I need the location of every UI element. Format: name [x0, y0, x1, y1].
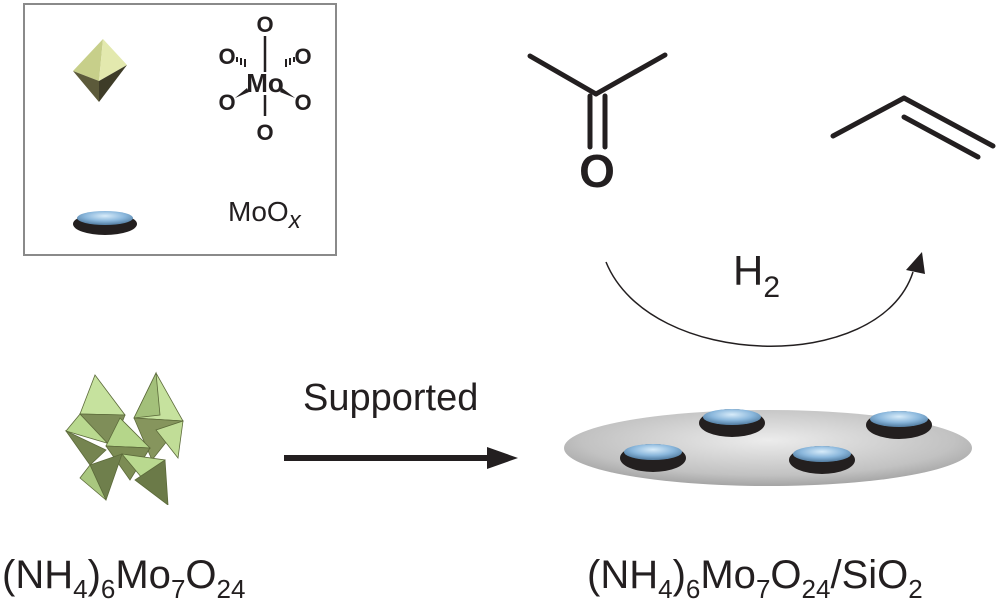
- formula-subscript: 4: [658, 574, 673, 604]
- formula-text: Mo: [115, 553, 171, 597]
- formula-text: ): [672, 553, 686, 597]
- formula-subscript: 4: [73, 574, 88, 604]
- bond-double-1: [901, 95, 996, 149]
- oxygen-atom: O: [294, 44, 311, 69]
- arrow-curve: [605, 261, 914, 347]
- formula-right: (NH4)6Mo7O24/SiO2: [587, 553, 923, 602]
- reagent-main: H: [733, 247, 764, 294]
- propene-structure: [830, 95, 996, 160]
- hashed-bond-left: [236, 57, 246, 67]
- heptamolybdate-cluster-icon: [64, 371, 184, 505]
- reagent-label: H2: [733, 247, 780, 304]
- octahedron-face-left-bottom: [73, 71, 99, 102]
- wedge-bond-left: [235, 88, 249, 98]
- moox-label: MoOx: [228, 196, 301, 234]
- arrowhead-icon: [906, 252, 925, 274]
- formula-subscript: 6: [685, 574, 701, 604]
- sio2-support-with-moox: [564, 409, 972, 486]
- formula-left: (NH4)6Mo7O24: [2, 553, 245, 602]
- formula-text: (NH: [587, 553, 659, 597]
- bond-double-2: [901, 114, 981, 160]
- curved-reaction-arrow: [605, 252, 925, 347]
- formula-subscript: 7: [755, 574, 771, 604]
- legend-box: [23, 3, 337, 256]
- formula-text: O: [185, 553, 217, 597]
- formula-subscript: 24: [216, 574, 246, 604]
- octahedron-face-right-bottom: [99, 65, 127, 102]
- arrowhead-icon: [487, 447, 518, 469]
- bond-single: [830, 95, 907, 139]
- bond-methyl-right: [593, 52, 668, 97]
- formula-text: ): [87, 553, 101, 597]
- oxygen-atom: O: [218, 90, 235, 115]
- moox-particle: [866, 411, 932, 439]
- octahedron-face-right-top: [99, 39, 127, 81]
- mo-o6-structure: Mo O O O O O O: [218, 12, 311, 145]
- formula-text: /SiO: [830, 553, 909, 597]
- formula-text: (NH: [2, 553, 74, 597]
- reagent-subscript: 2: [763, 271, 781, 304]
- acetone-structure: O: [527, 52, 668, 190]
- moox-disc-icon: [73, 211, 137, 235]
- mo-atom: Mo: [246, 68, 284, 98]
- octahedron-icon: [73, 39, 127, 102]
- moox-label-main: MoO: [228, 196, 289, 227]
- oxygen-atom: O: [256, 12, 273, 37]
- moox-particle: [699, 409, 765, 437]
- formula-subscript: 7: [170, 574, 186, 604]
- formula-subscript: 2: [908, 574, 923, 604]
- straight-process-arrow: [284, 447, 518, 469]
- moox-particle: [789, 446, 855, 474]
- formula-subscript: 6: [100, 574, 116, 604]
- oxygen-atom: O: [218, 44, 235, 69]
- process-label: Supported: [303, 377, 479, 419]
- octahedron-face-left-top: [73, 39, 103, 81]
- wedge-bond-right: [280, 88, 295, 98]
- moox-label-subscript: x: [288, 207, 301, 234]
- formula-text: O: [770, 553, 802, 597]
- oxygen-atom: O: [294, 90, 311, 115]
- oxygen-atom: O: [256, 120, 273, 145]
- hashed-bond-right: [285, 57, 295, 67]
- formula-subscript: 24: [801, 574, 831, 604]
- formula-text: Mo: [700, 553, 756, 597]
- moox-particle: [620, 444, 686, 472]
- carbonyl-oxygen: O: [579, 145, 615, 190]
- bond-methyl-left: [527, 53, 599, 97]
